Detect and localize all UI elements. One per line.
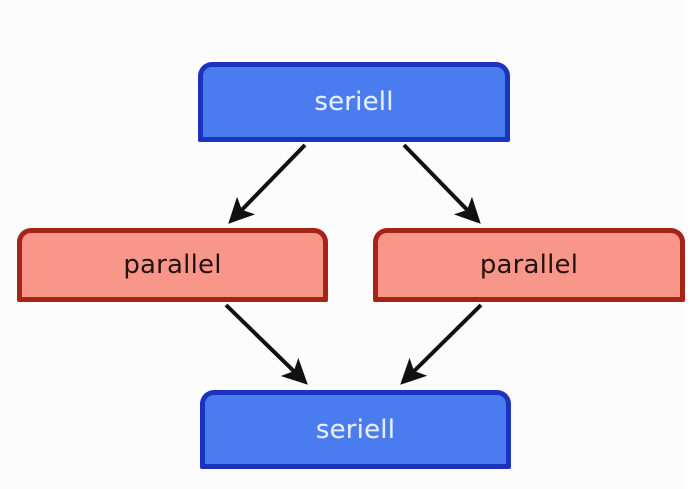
node-parallel-left-label: parallel [123, 250, 222, 280]
node-serial-bottom-label: seriell [315, 414, 396, 445]
node-parallel-left[interactable]: parallel [17, 228, 328, 302]
right-edge-strip [687, 0, 696, 489]
arrow-serial-top-to-parallel-left [228, 143, 307, 224]
node-serial-bottom[interactable]: seriell [200, 390, 511, 469]
arrow-parallel-right-to-serial-bottom [400, 303, 483, 385]
node-parallel-right-label: parallel [479, 250, 579, 280]
arrow-serial-top-to-parallel-right [402, 143, 481, 224]
node-serial-top-label: seriell [314, 87, 394, 117]
node-serial-top[interactable]: seriell [198, 62, 510, 142]
arrow-parallel-left-to-serial-bottom [224, 303, 308, 385]
node-parallel-right[interactable]: parallel [373, 228, 685, 302]
